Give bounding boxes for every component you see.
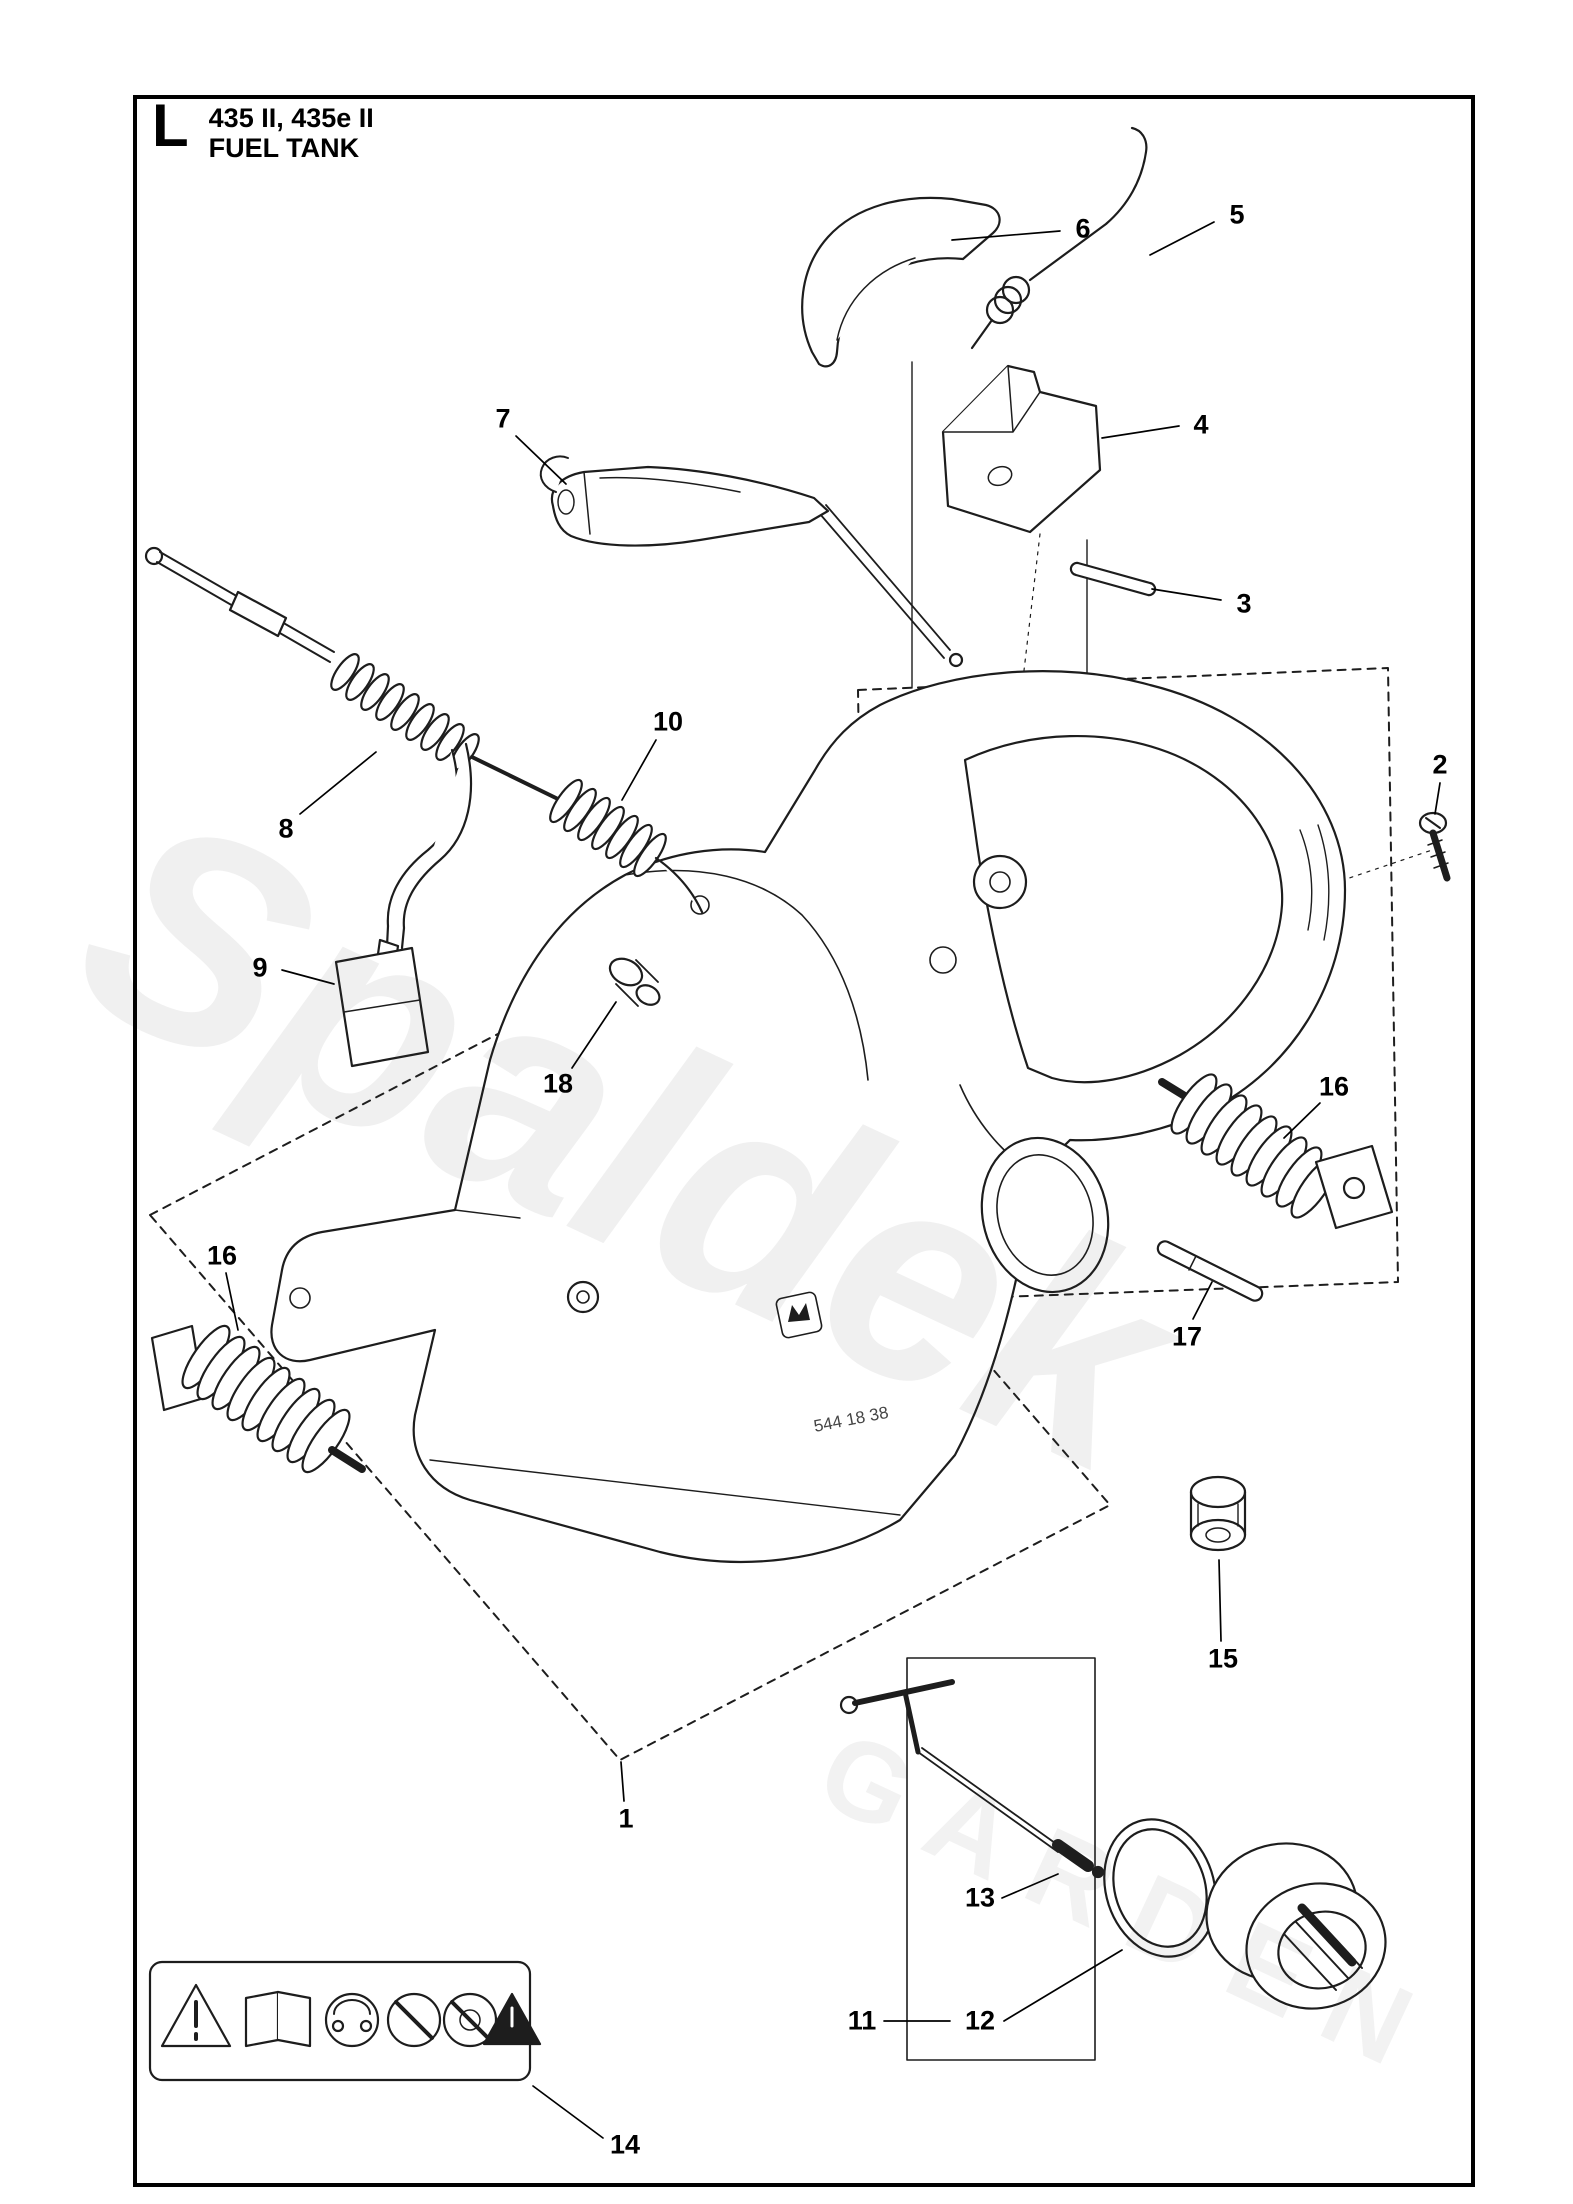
leader-line-4 xyxy=(1101,425,1180,439)
leader-line-6 xyxy=(951,230,1061,241)
protective-gear-icon xyxy=(324,1992,380,2048)
part-5-spring-wire xyxy=(970,126,1148,350)
leader-line-18 xyxy=(571,1001,617,1069)
part-6-throttle-lockout xyxy=(801,196,1001,368)
fuel-line-assembly xyxy=(144,546,704,1068)
kickback-warning-icon xyxy=(482,1992,542,2046)
part-10-spring xyxy=(549,778,667,878)
model-text: 435 II, 435e II xyxy=(208,103,374,133)
detail-box-fuel-cap xyxy=(906,1657,1096,2061)
leader-line-5 xyxy=(1149,221,1215,256)
part-7-control-lever xyxy=(539,455,830,547)
leader-line-10 xyxy=(621,739,657,801)
leader-line-9 xyxy=(281,969,335,985)
part-3-pin xyxy=(1069,561,1157,597)
part-4-trigger-housing xyxy=(941,364,1102,534)
leader-line-12 xyxy=(1003,1949,1123,2022)
part-11-fuel-cap xyxy=(1205,1842,1387,2010)
page-title: FUEL TANK xyxy=(208,132,360,163)
prohibition-icon xyxy=(442,1992,498,2048)
section-letter: L xyxy=(152,92,189,159)
part-9-fuel-filter xyxy=(334,938,430,1068)
dashed-box-tank xyxy=(149,959,1111,1761)
read-manual-icon xyxy=(244,1990,312,2048)
part-12-o-ring xyxy=(1103,1818,1217,1958)
leader-line-3 xyxy=(1151,588,1222,601)
page-header: L 435 II, 435e II FUEL TANK xyxy=(152,92,374,163)
leader-line-16 xyxy=(225,1272,239,1331)
part-18-grommet xyxy=(608,957,661,1007)
group-lines xyxy=(911,361,1088,689)
leader-line-14 xyxy=(532,2085,604,2139)
leader-line-7 xyxy=(515,435,567,485)
leader-line-1 xyxy=(620,1761,625,1802)
leader-line-16 xyxy=(1283,1102,1321,1139)
part-8-hose-boot xyxy=(330,653,480,771)
part-17-pin xyxy=(1156,1240,1264,1302)
leader-line-2 xyxy=(1434,782,1441,815)
fuel-tank-body: 544 18 38 xyxy=(270,670,1347,1563)
throttle-rod xyxy=(819,504,964,668)
leader-line-13 xyxy=(1001,1873,1059,1899)
leader-lines xyxy=(225,221,1441,2139)
part-14-warning-decal xyxy=(148,1960,542,2082)
part-13-cap-retainer xyxy=(839,1679,1105,1879)
leader-line-15 xyxy=(1218,1559,1222,1642)
part-15-bushing xyxy=(1189,1475,1247,1552)
part-16-spring-right xyxy=(1158,1073,1394,1230)
warning-triangle-icon xyxy=(160,1983,232,2048)
part-16-spring-left xyxy=(150,1324,366,1474)
leader-line-8 xyxy=(299,751,377,815)
part-2-screw xyxy=(1418,811,1451,882)
prohibition-icon xyxy=(386,1992,442,2048)
leader-line-17 xyxy=(1192,1281,1213,1320)
